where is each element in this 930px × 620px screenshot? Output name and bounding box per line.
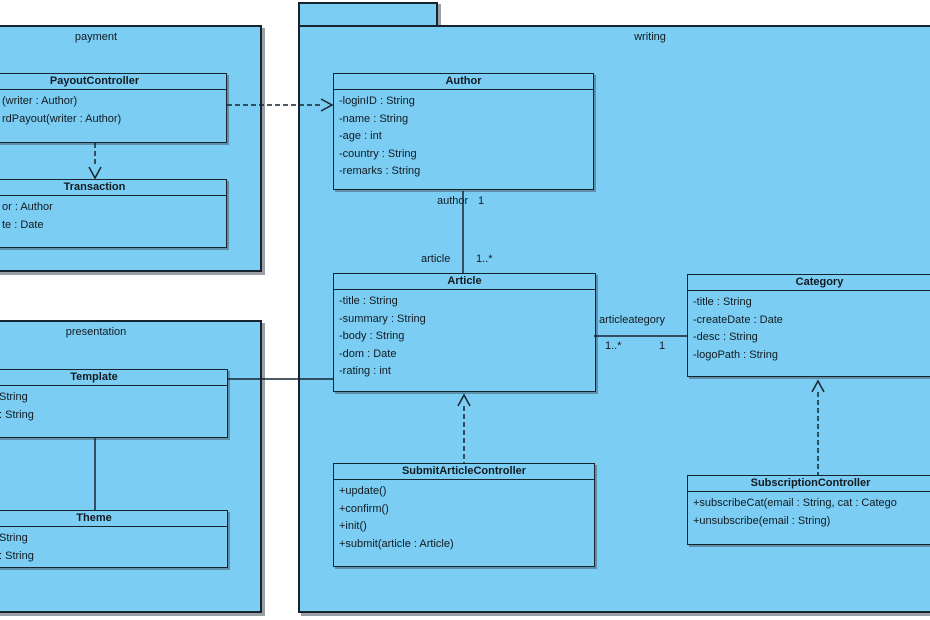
attribute-row: String bbox=[0, 532, 28, 544]
class-article[interactable]: Article -title : String -summary : Strin… bbox=[333, 273, 596, 392]
class-body: String : String bbox=[0, 386, 227, 424]
class-name-article: Article bbox=[334, 274, 595, 290]
attribute-row: -title : String bbox=[693, 296, 752, 308]
class-name-transaction: Transaction bbox=[0, 180, 226, 196]
role-label-article: article bbox=[421, 253, 451, 265]
attribute-row: or : Author bbox=[2, 201, 53, 213]
attribute-row: -dom : Date bbox=[339, 347, 397, 360]
attribute-row: -logoPath : String bbox=[693, 348, 778, 361]
attribute-row: String bbox=[0, 391, 28, 403]
class-body: -loginID : String -name : String -age : … bbox=[334, 90, 593, 181]
association-label-article-category: articleategory bbox=[599, 314, 666, 326]
attribute-row: -createDate : Date bbox=[693, 313, 783, 326]
method-row: +submit(article : Article) bbox=[339, 537, 454, 550]
method-row: +unsubscribe(email : String) bbox=[693, 514, 831, 527]
method-row: rdPayout(writer : Author) bbox=[2, 112, 122, 125]
multiplicity-label-article-side: 1..* bbox=[605, 340, 622, 352]
class-body: (writer : Author) rdPayout(writer : Auth… bbox=[0, 90, 226, 128]
class-body: -title : String -summary : String -body … bbox=[334, 290, 595, 381]
attribute-row: : String bbox=[0, 549, 34, 562]
role-label-author: author bbox=[437, 195, 469, 207]
class-body: +subscribeCat(email : String, cat : Cate… bbox=[688, 492, 930, 530]
class-submit-article-controller[interactable]: SubmitArticleController +update() +confi… bbox=[333, 463, 595, 567]
attribute-row: -loginID : String bbox=[339, 95, 415, 107]
attribute-row: -title : String bbox=[339, 295, 398, 307]
package-presentation[interactable]: presentation bbox=[0, 320, 262, 613]
method-row: +subscribeCat(email : String, cat : Cate… bbox=[693, 497, 897, 509]
package-tab-writing[interactable] bbox=[298, 2, 438, 27]
class-theme[interactable]: Theme String : String bbox=[0, 510, 228, 568]
class-body: or : Author te : Date bbox=[0, 196, 226, 234]
class-name-payout-controller: PayoutController bbox=[0, 74, 226, 90]
method-row: +update() bbox=[339, 485, 387, 497]
class-payout-controller[interactable]: PayoutController (writer : Author) rdPay… bbox=[0, 73, 227, 143]
attribute-row: -rating : int bbox=[339, 365, 391, 377]
package-label-writing: writing bbox=[634, 31, 666, 43]
method-row: (writer : Author) bbox=[2, 95, 78, 107]
class-template[interactable]: Template String : String bbox=[0, 369, 228, 438]
multiplicity-label-author: 1 bbox=[478, 195, 485, 207]
class-body: -title : String -createDate : Date -desc… bbox=[688, 291, 930, 364]
package-label-presentation: presentation bbox=[65, 326, 127, 338]
class-author[interactable]: Author -loginID : String -name : String … bbox=[333, 73, 594, 190]
class-name-subscription-controller: SubscriptionController bbox=[688, 476, 930, 492]
attribute-row: -remarks : String bbox=[339, 165, 421, 177]
class-name-submit-article-controller: SubmitArticleController bbox=[334, 464, 594, 480]
attribute-row: : String bbox=[0, 408, 34, 421]
class-subscription-controller[interactable]: SubscriptionController +subscribeCat(ema… bbox=[687, 475, 930, 545]
class-name-category: Category bbox=[688, 275, 930, 291]
attribute-row: -desc : String bbox=[693, 331, 758, 343]
class-transaction[interactable]: Transaction or : Author te : Date bbox=[0, 179, 227, 248]
multiplicity-label-category-side: 1 bbox=[659, 340, 666, 352]
attribute-row: -name : String bbox=[339, 112, 409, 125]
method-row: +confirm() bbox=[339, 502, 389, 515]
class-name-theme: Theme bbox=[0, 511, 227, 527]
class-body: String : String bbox=[0, 527, 227, 565]
attribute-row: -country : String bbox=[339, 147, 417, 160]
attribute-row: te : Date bbox=[2, 218, 44, 231]
attribute-row: -age : int bbox=[339, 130, 382, 142]
multiplicity-label-article: 1..* bbox=[476, 253, 493, 265]
method-row: +init() bbox=[339, 520, 367, 532]
class-category[interactable]: Category -title : String -createDate : D… bbox=[687, 274, 930, 377]
package-label-payment: payment bbox=[74, 31, 118, 43]
class-name-author: Author bbox=[334, 74, 593, 90]
attribute-row: -body : String bbox=[339, 330, 405, 342]
class-name-template: Template bbox=[0, 370, 227, 386]
class-body: +update() +confirm() +init() +submit(art… bbox=[334, 480, 594, 553]
attribute-row: -summary : String bbox=[339, 312, 426, 325]
